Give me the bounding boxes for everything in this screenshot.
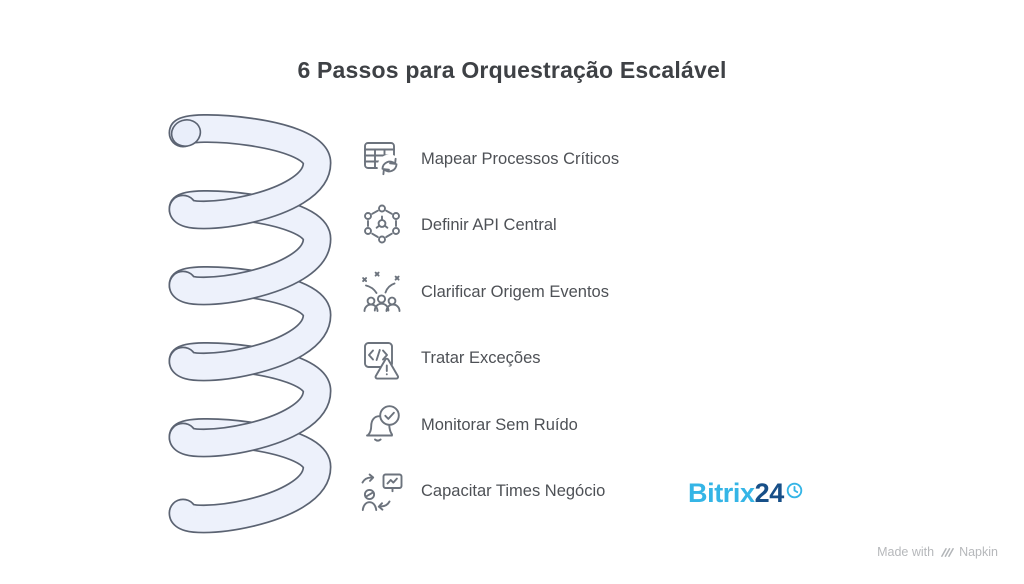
step-row-5: Monitorar Sem Ruído xyxy=(358,401,578,449)
step-row-6: Capacitar Times Negócio xyxy=(358,467,605,515)
bell-check-icon xyxy=(366,405,400,442)
audience-sparks-icon xyxy=(362,271,401,312)
step-label: Monitorar Sem Ruído xyxy=(421,415,578,434)
person-presentation-icon xyxy=(361,473,403,511)
step-label: Clarificar Origem Eventos xyxy=(421,282,609,301)
watermark-prefix: Made with xyxy=(877,545,935,559)
step-label: Mapear Processos Críticos xyxy=(421,149,620,168)
network-nodes-icon xyxy=(364,204,400,244)
step-row-1: Mapear Processos Críticos xyxy=(358,135,619,183)
code-warning-icon xyxy=(364,342,399,380)
step-row-4: Tratar Exceções xyxy=(358,334,541,382)
brand-name-secondary: 24 xyxy=(754,478,785,508)
clock-icon xyxy=(786,482,803,499)
step-label: Definir API Central xyxy=(421,215,557,234)
made-with-napkin-watermark: Made with Napkin xyxy=(877,545,998,559)
page-title: 6 Passos para Orquestração Escalável xyxy=(297,57,727,83)
step-row-3: Clarificar Origem Eventos xyxy=(358,268,609,316)
watermark-name: Napkin xyxy=(959,545,998,559)
step-label: Capacitar Times Negócio xyxy=(421,481,606,500)
step-label: Tratar Exceções xyxy=(421,348,541,367)
spring-end-cap xyxy=(170,119,202,147)
brand-name-primary: Bitrix xyxy=(688,478,755,508)
step-row-2: Definir API Central xyxy=(358,201,557,249)
table-sync-icon xyxy=(364,142,402,179)
napkin-logo-icon xyxy=(941,547,954,557)
